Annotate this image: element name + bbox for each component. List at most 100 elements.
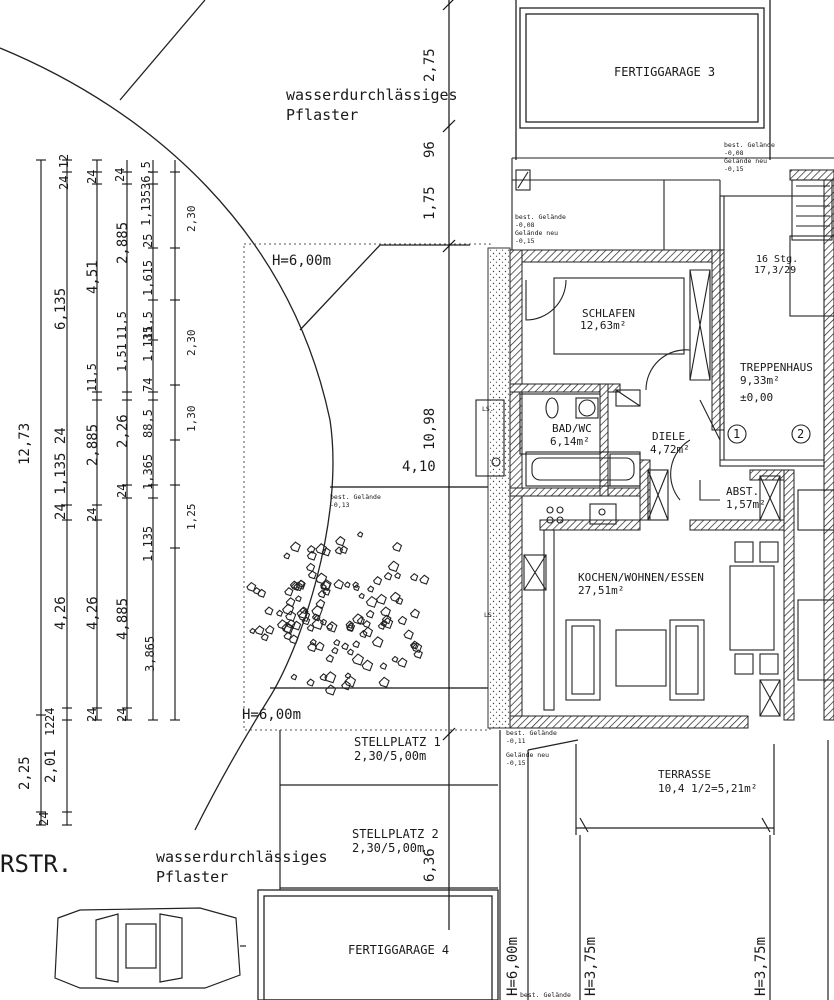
room-kochen-name: KOCHEN/WOHNEN/ESSEN (578, 571, 704, 584)
garage-3 (515, 0, 771, 160)
garage-4-label: FERTIGGARAGE 4 (348, 943, 450, 957)
shrub-mark (295, 579, 306, 590)
dim-chain2-e: 24 (43, 707, 57, 722)
shrub-mark (249, 627, 256, 635)
shrub-mark (306, 623, 315, 632)
dim-chain2-d: 12 (43, 721, 57, 736)
street-curve (0, 0, 470, 831)
shrub-mark (315, 598, 326, 609)
shrub-mark (311, 604, 323, 617)
room-terrasse-name: TERRASSE (658, 768, 711, 781)
shrub-mark (345, 620, 354, 629)
dim-chain5-k: 3,865 (143, 635, 157, 672)
dim-chain2-a: 6,135 (53, 287, 69, 330)
dim-chain5-c: 25 (141, 233, 155, 248)
shrub-mark (313, 614, 321, 622)
shrub-mark (324, 671, 337, 684)
shrub-mark (378, 676, 390, 688)
height-label-bottom: H=6,00m (505, 936, 521, 996)
dim-chain2-c: 2,01 (43, 749, 59, 783)
unit-marker-2: 2 (797, 427, 805, 441)
dim-chain2-b: 24 1,135 24 (53, 427, 69, 520)
dim-chain3-a: 4,51 (85, 260, 101, 294)
shrub-mark (365, 595, 378, 608)
shrub-mark (326, 622, 334, 631)
paving-label-top-2: Pflaster (286, 106, 359, 124)
dim-axis-5: 6,36 (422, 848, 438, 882)
room-bad-name: BAD/WC (552, 422, 592, 435)
shrub-mark (282, 603, 295, 616)
shrub-mark (291, 620, 302, 631)
dim-axis-3: 1,75 (422, 186, 438, 220)
room-treppenhaus-area: 9,33m² (740, 374, 780, 387)
shrub-mark (397, 615, 408, 626)
terrain-lower-1: best. Gelände (506, 729, 557, 737)
dim-chain6-c: 1,30 (185, 405, 198, 433)
garage-4 (257, 889, 499, 1000)
shrub-mark (320, 579, 332, 591)
shrub-mark (276, 609, 284, 617)
shrub-mark (252, 587, 261, 595)
stairs-count: 16 Stg. (756, 254, 799, 265)
dim-chain5-d: 1,615 (141, 259, 155, 296)
vertical-axis (270, 0, 490, 930)
ls-label-right: LS. (484, 611, 496, 619)
shrub-mark (362, 620, 371, 629)
dim-top-tick-2: 24 (85, 169, 99, 184)
dim-chain4-c: 11,5 (115, 311, 129, 340)
room-bad-area: 6,14m² (550, 435, 590, 448)
dim-chain6-b: 2,30 (185, 329, 198, 357)
garage-3-label: FERTIGGARAGE 3 (614, 65, 716, 79)
dim-chain5-b: 1,135 (139, 189, 153, 226)
dim-chain2-f: 24 (37, 811, 51, 826)
dim-chain5-g: 74 (141, 377, 155, 392)
terrain-lower-4: -0,15 (506, 759, 526, 767)
dimension-chains (36, 159, 180, 826)
shrub-mark (307, 641, 318, 653)
shrub-mark (257, 588, 267, 598)
shrub-mark (352, 613, 364, 625)
parking-areas (279, 730, 498, 890)
shrub-mark (321, 547, 331, 557)
shrub-mark (409, 608, 420, 619)
terrain-corner-1: best. Gelände (724, 141, 775, 149)
dim-chain5-f: 1,135 (141, 325, 155, 362)
dim-axis-4: 10,98 (422, 407, 438, 450)
terrain-top-3: Gelände neu (515, 229, 559, 237)
terrain-bottom: best. Gelände (520, 991, 571, 999)
room-schlafen-area: 12,63m² (580, 319, 627, 332)
shrub-mark (379, 662, 388, 670)
shrub-mark (320, 583, 327, 591)
shrub-mark (389, 591, 401, 603)
room-kochen-area: 27,51m² (578, 584, 625, 597)
shrub-mark (361, 659, 374, 672)
paving-label-bottom-2: Pflaster (156, 868, 229, 886)
room-diele-area: 4,72m² (650, 443, 690, 456)
dim-chain3-c: 2,885 (85, 423, 101, 466)
dim-chain6-a: 2,30 (185, 205, 198, 233)
shrub-mark (409, 640, 420, 650)
dim-chain2-g: 4,26 (53, 596, 69, 630)
shrub-mark (284, 587, 294, 597)
terrain-corner-2: -0,08 (724, 149, 744, 157)
shrub-mark (285, 610, 297, 622)
shrub-mark (375, 593, 387, 605)
shrub-mark (346, 648, 354, 656)
dim-chain5-a: 36,5 (139, 161, 153, 190)
shrub-mark (264, 606, 274, 616)
dim-top-tick-1: 24 12 (57, 153, 71, 190)
shrub-mark (397, 657, 408, 668)
shrub-mark (383, 571, 393, 581)
shrub-mark (307, 570, 317, 580)
terrain-top-1: best. Gelände (515, 213, 566, 221)
ls-label-left: LS. (482, 405, 494, 413)
dim-chain3-d: 24 (85, 507, 99, 522)
shrub-mark (387, 560, 400, 573)
dim-chain5-h: 88,5 (141, 409, 155, 438)
shrub-mark (334, 546, 344, 555)
parking-1-title: STELLPLATZ 1 (354, 735, 441, 749)
shrub-mark (403, 629, 414, 640)
shrub-mark (325, 654, 335, 663)
shrub-mark (305, 562, 316, 573)
